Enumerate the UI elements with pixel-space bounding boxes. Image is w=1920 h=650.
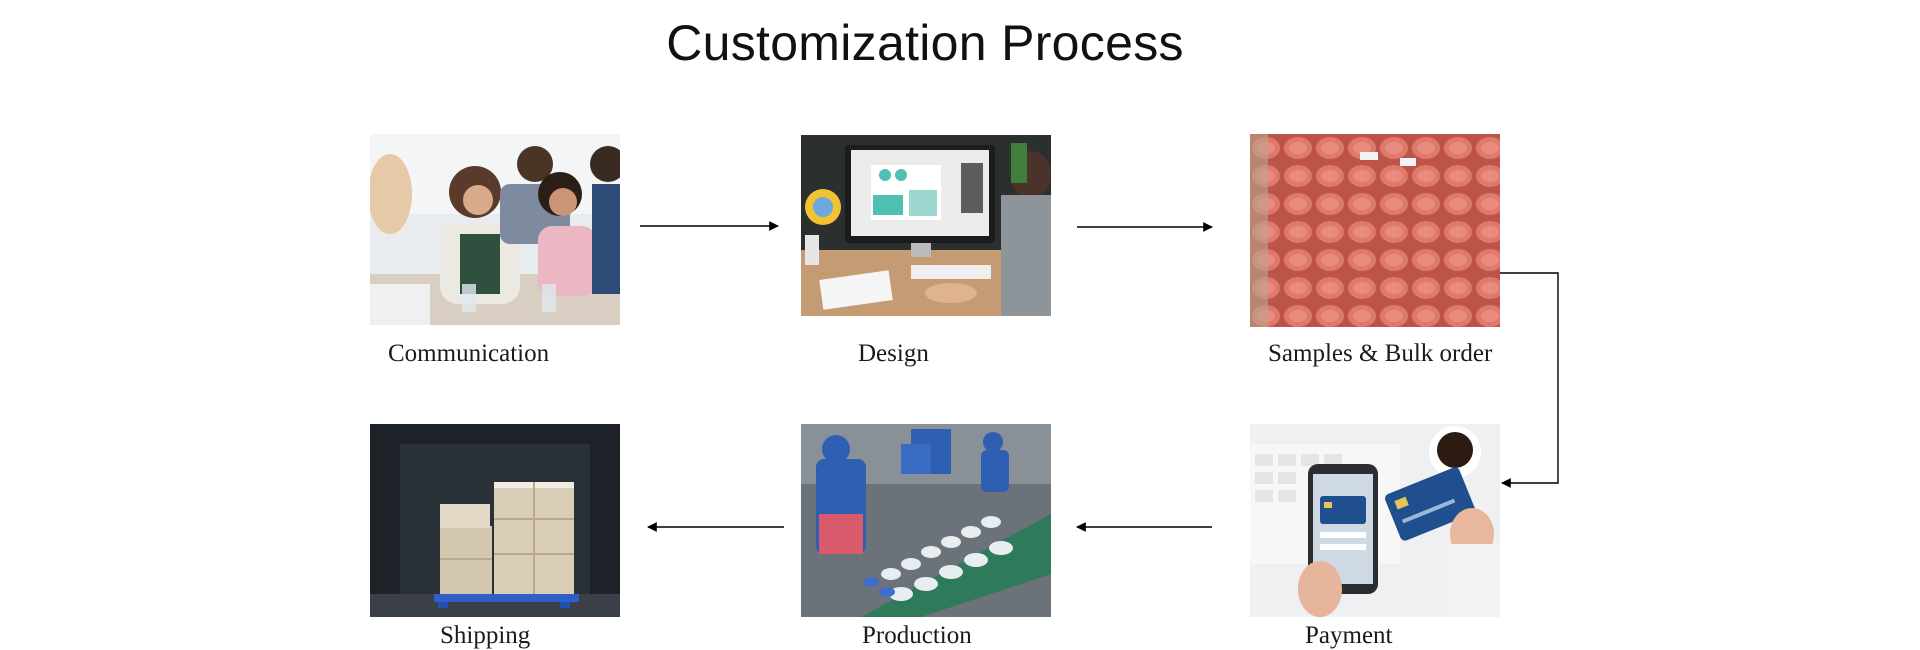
payment-photo [1250,424,1500,617]
step-label-samples-bulk-order: Samples & Bulk order [1268,340,1493,367]
arrow-samples-to-payment [1500,272,1559,488]
design-photo [801,135,1051,316]
step-label-shipping: Shipping [440,622,531,649]
shipping-photo [370,424,620,617]
communication-photo [370,134,620,325]
diagram-title: Customization Process [666,15,1184,71]
step-label-production: Production [862,622,972,649]
step-label-design: Design [858,340,929,367]
step-label-payment: Payment [1305,622,1393,649]
step-label-communication: Communication [388,340,550,367]
samples-photo [1250,134,1500,327]
production-photo [801,424,1051,617]
